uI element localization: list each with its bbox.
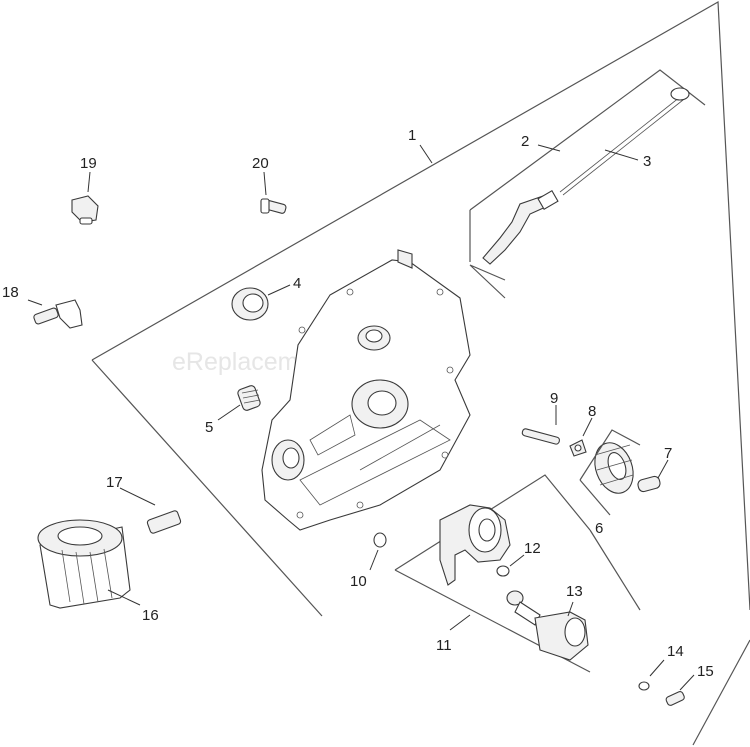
oil-pump-part: [394, 474, 641, 673]
elbow-fitting-part: [33, 299, 83, 329]
gear-part: [579, 429, 641, 516]
callout-5: 5: [205, 419, 213, 436]
top-screw-part: [260, 198, 287, 214]
callout-2: 2: [521, 133, 529, 150]
callout-6: 6: [595, 520, 603, 537]
callout-11: 11: [436, 637, 452, 654]
callout-19: 19: [80, 155, 97, 172]
clip-part: [569, 439, 587, 457]
callout-16: 16: [142, 607, 159, 624]
screw-part: [665, 691, 685, 706]
callout-3: 3: [643, 153, 651, 170]
callout-10: 10: [350, 573, 367, 590]
shaft-part: [521, 428, 561, 445]
assembly-outline: [91, 0, 750, 746]
nipple-part: [146, 510, 182, 534]
o-ring-part: [373, 532, 387, 548]
fitting-part: [71, 195, 99, 225]
washer-part: [638, 681, 650, 691]
callout-8: 8: [588, 403, 596, 420]
callout-17: 17: [106, 474, 123, 491]
dipstick-part: [482, 87, 690, 265]
callout-13: 13: [566, 583, 583, 600]
callout-1: 1: [408, 127, 416, 144]
small-o-ring-part: [496, 565, 510, 577]
leader-lines: [27, 144, 695, 691]
callout-12: 12: [524, 540, 541, 557]
closure-plate-part: [261, 249, 471, 531]
callout-20: 20: [252, 155, 269, 172]
callout-9: 9: [550, 390, 558, 407]
pin-part: [637, 475, 661, 493]
callout-labels: 1 2 3 4 5 6 7 8 9 10 11 12 13 14 15 16 1…: [2, 127, 714, 680]
callout-14: 14: [667, 643, 684, 660]
strainer-part: [506, 590, 589, 661]
oil-filter-part: [37, 519, 131, 609]
oil-seal-part: [231, 287, 269, 321]
callout-7: 7: [664, 445, 672, 462]
callout-15: 15: [697, 663, 714, 680]
spring-part: [237, 385, 261, 411]
callout-18: 18: [2, 284, 19, 301]
callout-4: 4: [293, 275, 301, 292]
